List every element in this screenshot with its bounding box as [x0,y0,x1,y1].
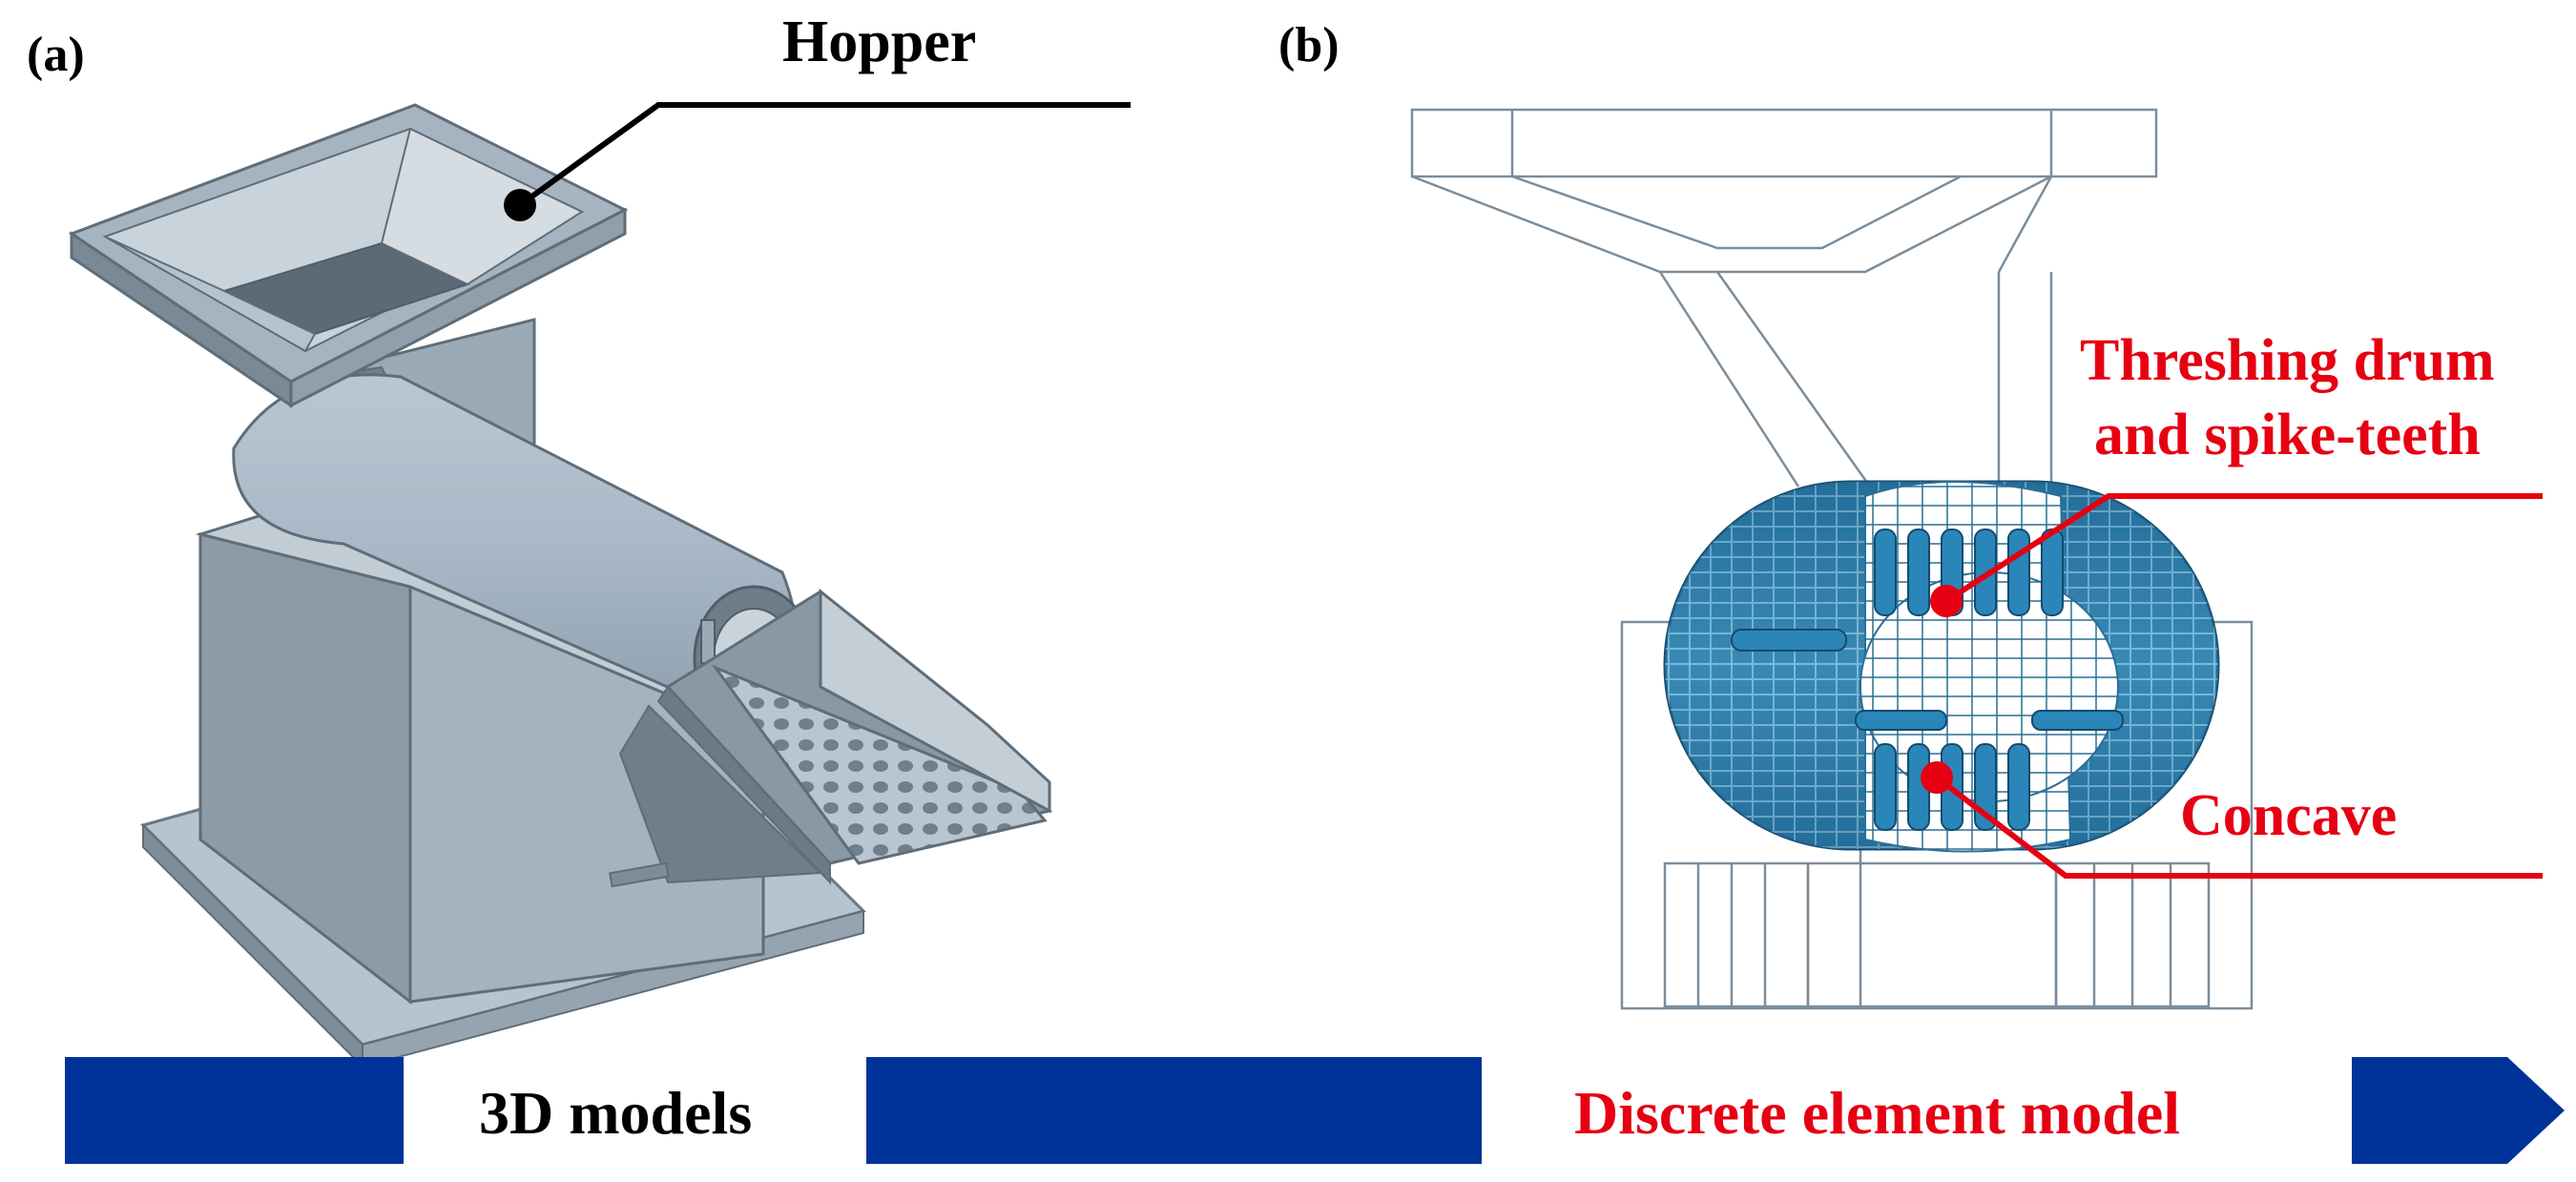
panel-a-label: (a) [27,28,85,82]
banner-arrow [2352,1057,2565,1164]
banner-label-3d-models: 3D models [479,1079,752,1147]
concave-callout: Concave [1921,761,2543,879]
concave-label: Concave [2180,783,2397,848]
threshing-drum-label-line2: and spike-teeth [2094,403,2481,467]
hopper-label: Hopper [782,10,976,74]
spike-teeth [1731,529,2124,831]
threshing-drum-label-line1: Threshing drum [2080,328,2495,393]
discrete-element-wireframe [1410,108,2254,1010]
threshing-machine-3d-model [68,103,1053,1069]
panel-b: (b) [1278,18,2543,1010]
bottom-banner: 3D models Discrete element model [65,1057,2565,1164]
banner-label-discrete-element-model: Discrete element model [1574,1079,2180,1147]
threshing-drum-callout: Threshing drum and spike-teeth [1930,328,2543,617]
hopper-callout: Hopper [504,10,1131,221]
panel-a: (a) [27,10,1131,1069]
panel-b-label: (b) [1278,18,1340,73]
banner-bar-1 [65,1057,404,1164]
banner-bar-2 [866,1057,1482,1164]
